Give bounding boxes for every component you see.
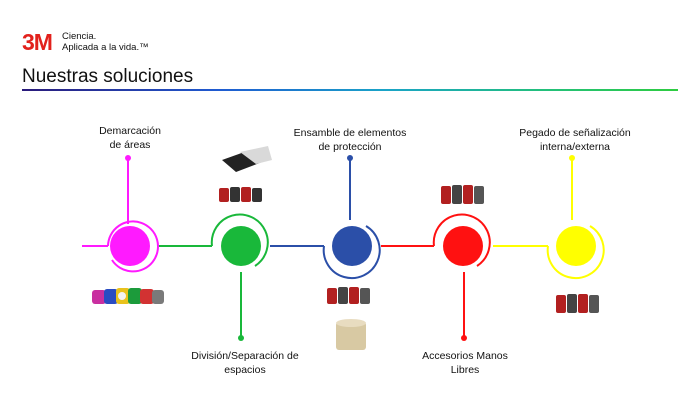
label-division: División/Separación de espacios (191, 350, 299, 376)
node-pegado (546, 155, 605, 280)
tagline-line-2: Aplicada a la vida.™ (62, 42, 149, 53)
label-accesorios: Accesorios Manos Libres (422, 350, 508, 376)
label-pegado: Pegado de señalización interna/externa (519, 127, 631, 153)
product-vhb-tapes-image (327, 287, 370, 350)
node-accesorios (432, 213, 491, 341)
node-1-dot (110, 226, 150, 266)
node-1-arc (107, 220, 159, 273)
node-division (210, 213, 269, 341)
node-1-stem-end (125, 155, 131, 161)
node-2-stem-end (238, 335, 244, 341)
node-2-arc (210, 213, 269, 267)
node-3-arc (322, 225, 381, 280)
3m-logo: 3M (22, 29, 53, 55)
node-3-dot (332, 226, 372, 266)
node-2-dot (221, 226, 261, 266)
node-5-arc (546, 225, 605, 280)
product-red-tapes-image (441, 185, 484, 204)
node-5-dot (556, 226, 596, 266)
title-gradient-rule (22, 89, 678, 91)
node-demarcacion (107, 155, 159, 273)
page-title: Nuestras soluciones (22, 66, 194, 87)
product-hook-loop-image (219, 146, 272, 202)
product-colored-tapes-image (92, 288, 164, 304)
node-4-stem-end (461, 335, 467, 341)
product-signage-tapes-image (556, 294, 599, 313)
node-3-stem-end (347, 155, 353, 161)
node-ensamble (322, 155, 381, 280)
node-5-stem-end (569, 155, 575, 161)
label-demarcacion: Demarcación de áreas (99, 125, 161, 151)
label-ensamble: Ensamble de elementos de protección (293, 127, 407, 153)
tagline-line-1: Ciencia. (62, 31, 97, 42)
node-4-dot (443, 226, 483, 266)
brand-tagline: Ciencia. Aplicada a la vida.™ (62, 31, 149, 53)
node-4-arc (432, 213, 491, 267)
